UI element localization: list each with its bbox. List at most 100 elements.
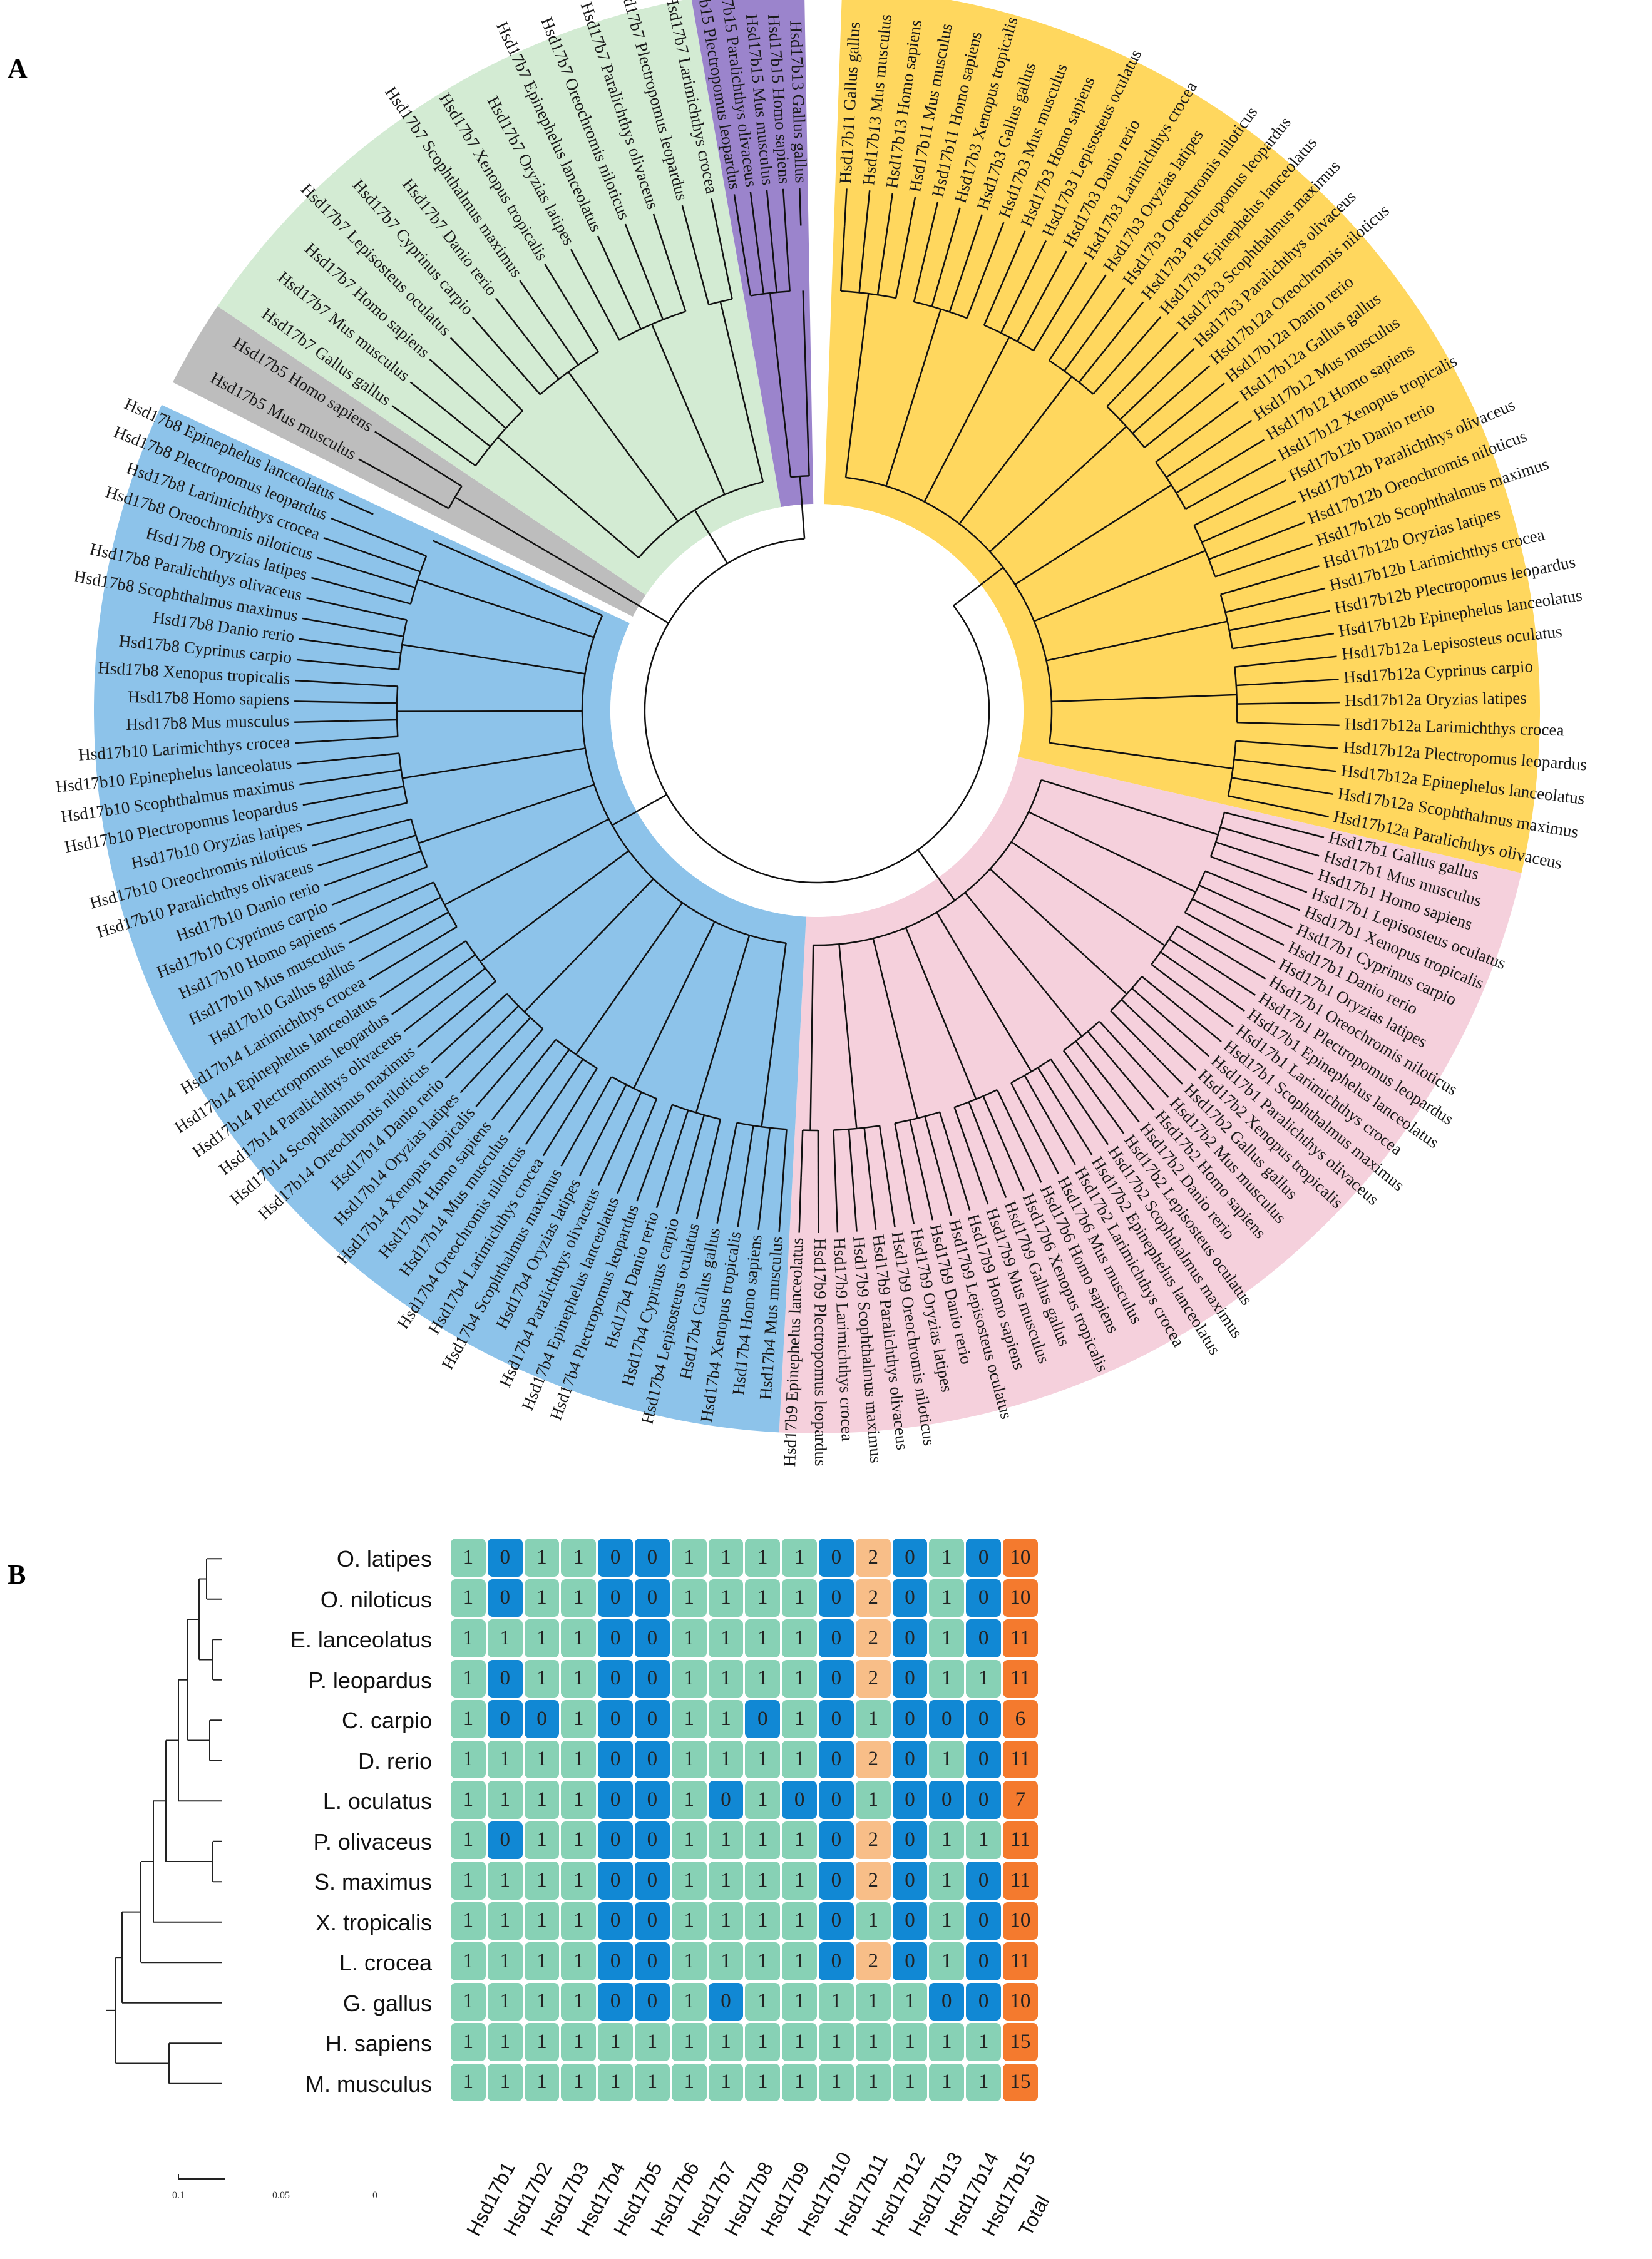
gene-count-cell: 2 — [855, 1659, 891, 1698]
branch — [996, 1089, 1026, 1149]
gene-count-cell: 1 — [487, 1902, 523, 1940]
branch — [418, 784, 595, 844]
branch — [1039, 1101, 1076, 1165]
branch — [597, 1135, 622, 1186]
branch — [1037, 1067, 1064, 1109]
branch — [386, 752, 399, 756]
gene-count-cell: 2 — [855, 1942, 891, 1980]
branch — [1110, 1010, 1121, 1020]
branch — [550, 1049, 570, 1075]
branch — [562, 1068, 598, 1124]
gene-count-cell: 1 — [598, 2063, 633, 2101]
branch — [876, 265, 883, 295]
gene-count-cell: 1 — [782, 1619, 817, 1657]
gene-count-cell: 1 — [745, 1982, 781, 2021]
branch — [716, 1135, 736, 1224]
branch — [1283, 679, 1339, 684]
species-label: O. latipes — [336, 1546, 432, 1572]
gene-count-cell: 0 — [966, 1539, 1001, 1577]
leaf-label: Hsd17b8 Homo sapiens — [128, 687, 289, 709]
branch — [858, 245, 865, 293]
total-cell: 10 — [1003, 1902, 1038, 1940]
gene-count-cell: 1 — [929, 1942, 965, 1980]
branch — [358, 458, 392, 478]
total-cell: 15 — [1003, 2023, 1038, 2061]
species-label: P. leopardus — [308, 1667, 433, 1693]
branch — [497, 436, 639, 559]
branch — [432, 540, 603, 617]
branch — [402, 643, 585, 675]
branch — [597, 235, 622, 287]
gene-count-cell: 2 — [855, 1821, 891, 1859]
gene-count-cell: 1 — [819, 2023, 854, 2061]
branch — [1201, 522, 1246, 543]
branch — [1233, 958, 1266, 980]
gene-count-cell: 1 — [524, 1659, 560, 1698]
branch — [1185, 502, 1197, 510]
species-label: H. sapiens — [325, 2031, 432, 2056]
gene-count-cell: 1 — [671, 1942, 707, 1980]
branch — [497, 993, 508, 1003]
branch — [471, 317, 498, 346]
gene-count-cell: 1 — [451, 1700, 486, 1738]
branch — [968, 1102, 981, 1130]
branch — [1031, 250, 1067, 315]
species-label: G. gallus — [342, 1990, 432, 2016]
branch — [756, 246, 764, 294]
gene-count-cell: 1 — [855, 1700, 891, 1738]
gene-count-cell: 1 — [892, 2063, 928, 2101]
branch — [338, 498, 374, 515]
branch — [1252, 479, 1287, 498]
branch — [681, 205, 693, 242]
gene-count-cell: 1 — [745, 1539, 781, 1577]
gene-count-cell: 1 — [745, 2023, 781, 2061]
gene-count-cell: 1 — [487, 2063, 523, 2101]
gene-count-cell: 1 — [671, 2023, 707, 2061]
gene-count-cell: 0 — [819, 1619, 854, 1657]
gene-count-cell: 1 — [561, 2063, 597, 2101]
branch — [401, 926, 458, 961]
gene-count-cell: 0 — [635, 1942, 670, 1980]
gene-count-cell: 1 — [671, 1902, 707, 1940]
branch — [578, 1111, 613, 1177]
branch — [690, 1115, 705, 1161]
gene-count-cell: 0 — [819, 1700, 854, 1738]
gene-count-cell: 1 — [782, 2023, 817, 2061]
gene-count-cell: 1 — [635, 2023, 670, 2061]
gene-count-cell: 1 — [451, 1659, 486, 1698]
branch — [881, 193, 893, 265]
branch — [454, 496, 615, 592]
branch — [376, 850, 422, 868]
branch — [1232, 646, 1245, 650]
gene-count-cell: 1 — [561, 1781, 597, 1819]
gene-count-cell: 0 — [598, 1821, 633, 1859]
branch — [1191, 898, 1219, 914]
scale-tick-label: 0.1 — [172, 2190, 185, 2201]
gene-count-cell: 0 — [966, 1700, 1001, 1738]
branch — [769, 293, 792, 478]
branch — [1151, 963, 1162, 973]
branch — [1151, 332, 1179, 361]
branch — [1091, 287, 1126, 334]
gene-count-cell: 1 — [561, 1740, 597, 1778]
branch — [449, 337, 515, 403]
gene-count-cell: 0 — [598, 1619, 633, 1657]
branch — [399, 818, 412, 824]
branch — [1010, 1082, 1018, 1095]
gene-count-cell: 1 — [671, 1821, 707, 1859]
scale-tick-label: 0.05 — [272, 2190, 290, 2201]
branch — [1024, 1148, 1042, 1183]
branch — [295, 679, 386, 687]
branch — [343, 802, 408, 818]
branch — [1046, 620, 1228, 662]
gene-count-cell: 0 — [598, 1740, 633, 1778]
gene-count-cell: 1 — [524, 1539, 560, 1577]
gene-count-cell: 1 — [855, 1982, 891, 2021]
branch — [620, 285, 642, 330]
branch — [872, 938, 918, 1119]
branch — [631, 1098, 658, 1159]
branch — [618, 310, 686, 341]
gene-count-cell: 0 — [892, 1700, 928, 1738]
gene-count-cell: 1 — [524, 1942, 560, 1980]
gene-count-cell: 0 — [819, 1781, 854, 1819]
